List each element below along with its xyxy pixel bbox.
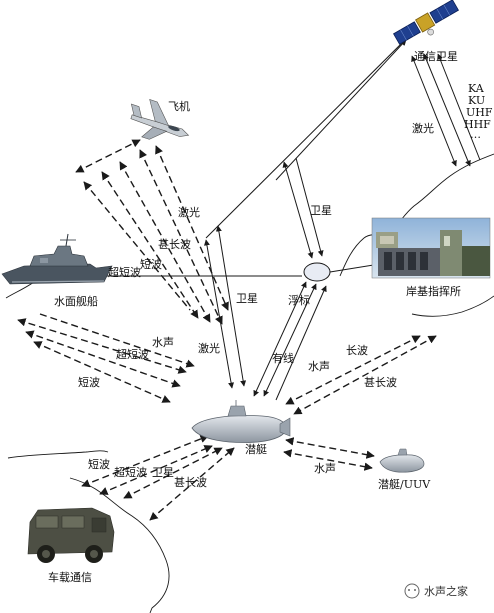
sat-shore-laser-3	[437, 53, 481, 161]
link-acoustic-uuv: 水声	[314, 461, 336, 475]
link-elf-vehicle: 甚长波	[174, 476, 207, 489]
watermark: 水声之家	[404, 583, 468, 599]
link-elf-air: 甚长波	[158, 238, 191, 251]
watermark-text: 水声之家	[424, 584, 468, 598]
link-laser-sat: 激光	[412, 121, 434, 135]
band-uhf: UHF	[466, 106, 493, 119]
shore-sub-2	[293, 335, 437, 415]
shore-command-photo	[371, 217, 491, 279]
air-fan-6	[155, 145, 229, 311]
labels: 通信卫星 飞机 水面舰船 岸基指挥所 浮标 潜艇 潜艇/UUV 车载通信 KA …	[48, 50, 493, 584]
wechat-icon	[404, 583, 420, 599]
link-shortwave-vehicle: 短波	[88, 457, 110, 471]
link-sat-shore: 卫星	[310, 204, 332, 217]
link-sat-sub: 卫星	[236, 292, 258, 305]
sat-sub-2	[215, 225, 247, 387]
vehicle-icon	[27, 507, 115, 563]
warship-icon	[1, 233, 113, 285]
uuv-label: 潜艇/UUV	[378, 477, 431, 491]
ship-sub-3	[33, 341, 171, 403]
uuv-icon	[379, 448, 425, 473]
link-acoustic-shore: 水声	[308, 359, 330, 373]
veh-sub-4	[149, 447, 235, 521]
band-hhf: HHF	[464, 118, 491, 131]
sat-to-ship-line	[205, 37, 408, 239]
band-ku: KU	[468, 94, 485, 107]
lower-left-shore	[7, 450, 109, 459]
link-shortwave-ship: 短波	[78, 375, 100, 389]
link-shortwave-air: 短波	[140, 257, 162, 271]
link-laser-air: 激光	[178, 205, 200, 219]
sat-buoy-1	[282, 161, 314, 259]
sat-shore-laser-2	[423, 53, 471, 167]
aircraft-icon	[130, 99, 190, 140]
air-fan-1	[75, 139, 141, 173]
satellite-label: 通信卫星	[414, 50, 458, 63]
submarine-label: 潜艇	[245, 442, 267, 456]
link-ultrashort-air: 超短波	[108, 265, 141, 279]
air-fan-5	[139, 149, 223, 325]
sat-buoy-2	[295, 157, 324, 257]
link-sat-vehicle: 卫星	[152, 466, 174, 479]
sat-to-buoy-line-a	[275, 39, 407, 181]
link-ultrashort-ship: 超短波	[116, 347, 149, 361]
link-laser-ship: 激光	[198, 341, 220, 355]
link-ultrashort-vehicle: 超短波	[114, 465, 147, 479]
sub-uuv-2	[283, 449, 373, 471]
aircraft-label: 飞机	[168, 99, 190, 113]
sat-sub-1	[203, 239, 235, 389]
vehicle-label: 车载通信	[48, 570, 92, 584]
sub-uuv-1	[285, 437, 375, 459]
dashed-link-lines	[17, 139, 437, 521]
sat-shore-laser-1	[411, 55, 457, 167]
ship-label: 水面舰船	[54, 294, 98, 308]
link-longwave-shore: 长波	[346, 344, 368, 357]
band-ka: KA	[468, 82, 485, 95]
buoy-label: 浮标	[288, 293, 310, 307]
ship-sub-4	[39, 313, 195, 368]
buoy-icon	[303, 262, 331, 282]
right-shore-lower	[411, 295, 494, 317]
link-elf-shore: 甚长波	[364, 376, 397, 389]
band-ellipsis: …	[470, 128, 481, 141]
satellite-icon	[393, 0, 459, 45]
link-wired: 有线	[272, 351, 294, 365]
shore-label: 岸基指挥所	[406, 284, 461, 298]
link-acoustic-ship: 水声	[152, 335, 174, 349]
submarine-icon	[191, 400, 291, 443]
